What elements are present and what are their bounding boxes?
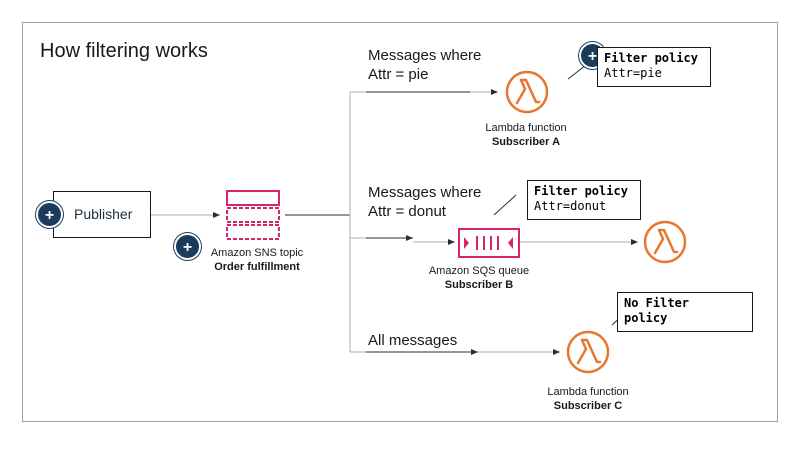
filter-policy-b-heading: Filter policy (534, 184, 628, 198)
subscriber-a-name: Lambda function (485, 122, 567, 134)
lambda-icon (643, 220, 687, 264)
subscriber-c-caption: Lambda function Subscriber C (538, 385, 638, 413)
route-pie-label: Messages where Attr = pie (368, 46, 481, 84)
route-donut-label: Messages where Attr = donut (368, 183, 481, 221)
sqs-queue-icon (458, 228, 520, 258)
lambda-icon (566, 330, 610, 374)
filter-policy-a-value: Attr=pie (604, 66, 662, 80)
subscriber-c-name: Lambda function (547, 386, 629, 398)
sns-topic-caption: Amazon SNS topic Order fulfillment (192, 246, 322, 274)
subscriber-b-name: Amazon SQS queue (428, 265, 530, 277)
route-pie-line2: Attr = pie (368, 66, 429, 83)
filter-policy-b: Filter policy Attr=donut (527, 180, 641, 220)
publisher-label: Publisher (74, 206, 133, 222)
subscriber-b-subtitle: Subscriber B (444, 279, 514, 291)
route-donut-line1: Messages where (368, 184, 482, 201)
diagram-title: How filtering works (40, 40, 208, 62)
subscriber-a-caption: Lambda function Subscriber A (476, 121, 576, 149)
route-donut-line2: Attr = donut (368, 203, 446, 220)
plus-icon[interactable]: + (36, 201, 63, 228)
filter-policy-a: Filter policy Attr=pie (597, 47, 711, 87)
lambda-icon (505, 70, 549, 114)
filter-policy-c: No Filter policy (617, 292, 753, 332)
filter-policy-b-value: Attr=donut (534, 199, 607, 213)
filter-policy-c-line2: policy (624, 311, 668, 325)
route-pie-line1: Messages where (368, 47, 482, 64)
subscriber-b-caption: Amazon SQS queue Subscriber B (424, 264, 534, 292)
filter-policy-c-line1: No Filter (624, 296, 690, 310)
sns-topic-name: Amazon SNS topic (210, 247, 304, 259)
subscriber-a-subtitle: Subscriber A (491, 136, 561, 148)
plus-icon[interactable]: + (174, 233, 201, 260)
route-all-label: All messages (368, 332, 458, 349)
subscriber-c-subtitle: Subscriber C (553, 400, 623, 412)
filter-policy-a-heading: Filter policy (604, 51, 698, 65)
publisher-box[interactable]: Publisher (53, 191, 151, 238)
policy-b-pointer (493, 194, 517, 216)
sns-topic-icon (226, 190, 280, 240)
sns-topic-subtitle: Order fulfillment (214, 261, 300, 273)
